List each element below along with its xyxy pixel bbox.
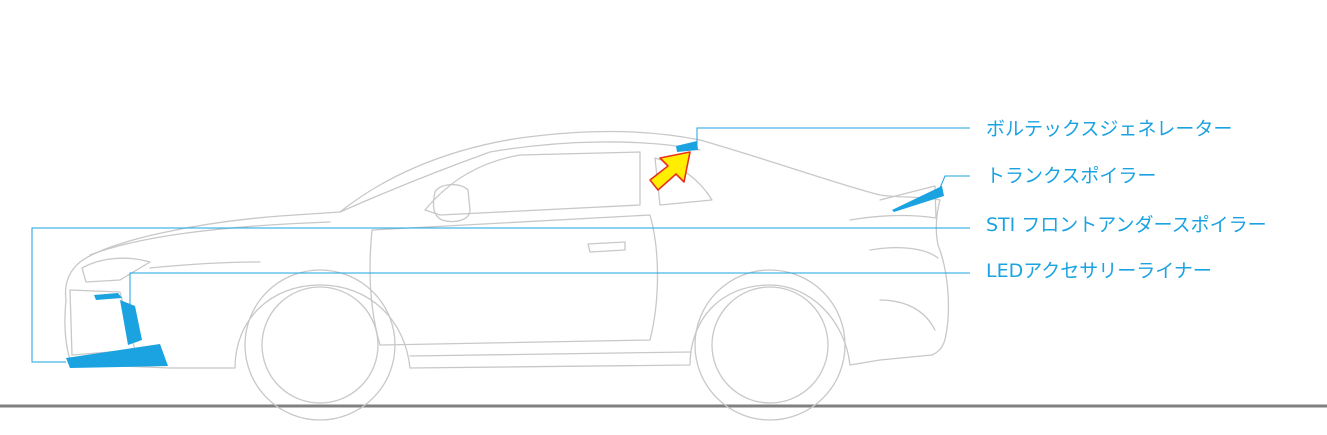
spoiler-outline bbox=[879, 185, 937, 219]
door-outline bbox=[369, 214, 659, 346]
leader-vortex bbox=[696, 127, 970, 146]
rear-diffuser bbox=[879, 299, 936, 331]
side-mirror bbox=[432, 183, 471, 223]
headlight bbox=[81, 257, 151, 283]
side-window bbox=[424, 151, 641, 216]
trunk-spoiler-part bbox=[892, 186, 944, 212]
callout-sti-front-under-spoiler: STI フロントアンダースポイラー bbox=[986, 214, 1267, 236]
highlighted-parts bbox=[66, 141, 944, 368]
vortex-generator-part bbox=[676, 141, 698, 152]
rear-wheel-outer bbox=[694, 269, 846, 421]
leader-front bbox=[31, 227, 970, 363]
arrow-up-right-icon bbox=[649, 151, 691, 191]
callout-trunk-spoiler: トランクスポイラー bbox=[986, 165, 1157, 187]
front-wheel-outer bbox=[244, 269, 396, 421]
rear-deck-line bbox=[849, 214, 937, 221]
front-fender-line bbox=[149, 261, 261, 269]
rear-wheel-inner bbox=[711, 286, 829, 404]
leader-trunk bbox=[939, 175, 970, 189]
hood-line bbox=[89, 221, 331, 256]
front-wheel-inner bbox=[261, 286, 379, 404]
car-body-silhouette bbox=[64, 130, 950, 369]
door-handle bbox=[587, 241, 626, 253]
car-outline bbox=[64, 130, 950, 421]
roof-line bbox=[339, 141, 701, 213]
rear-fender-line bbox=[869, 246, 939, 259]
led-liner-right bbox=[120, 300, 142, 345]
side-skirt bbox=[409, 351, 691, 357]
leader-led bbox=[129, 272, 970, 320]
led-liner-left bbox=[94, 293, 122, 300]
front-under-spoiler-part bbox=[66, 344, 168, 368]
callout-vortex-generator: ボルテックスジェネレーター bbox=[986, 118, 1233, 140]
callout-led-accessory-liner: LEDアクセサリーライナー bbox=[986, 260, 1212, 282]
leader-lines bbox=[31, 127, 970, 363]
